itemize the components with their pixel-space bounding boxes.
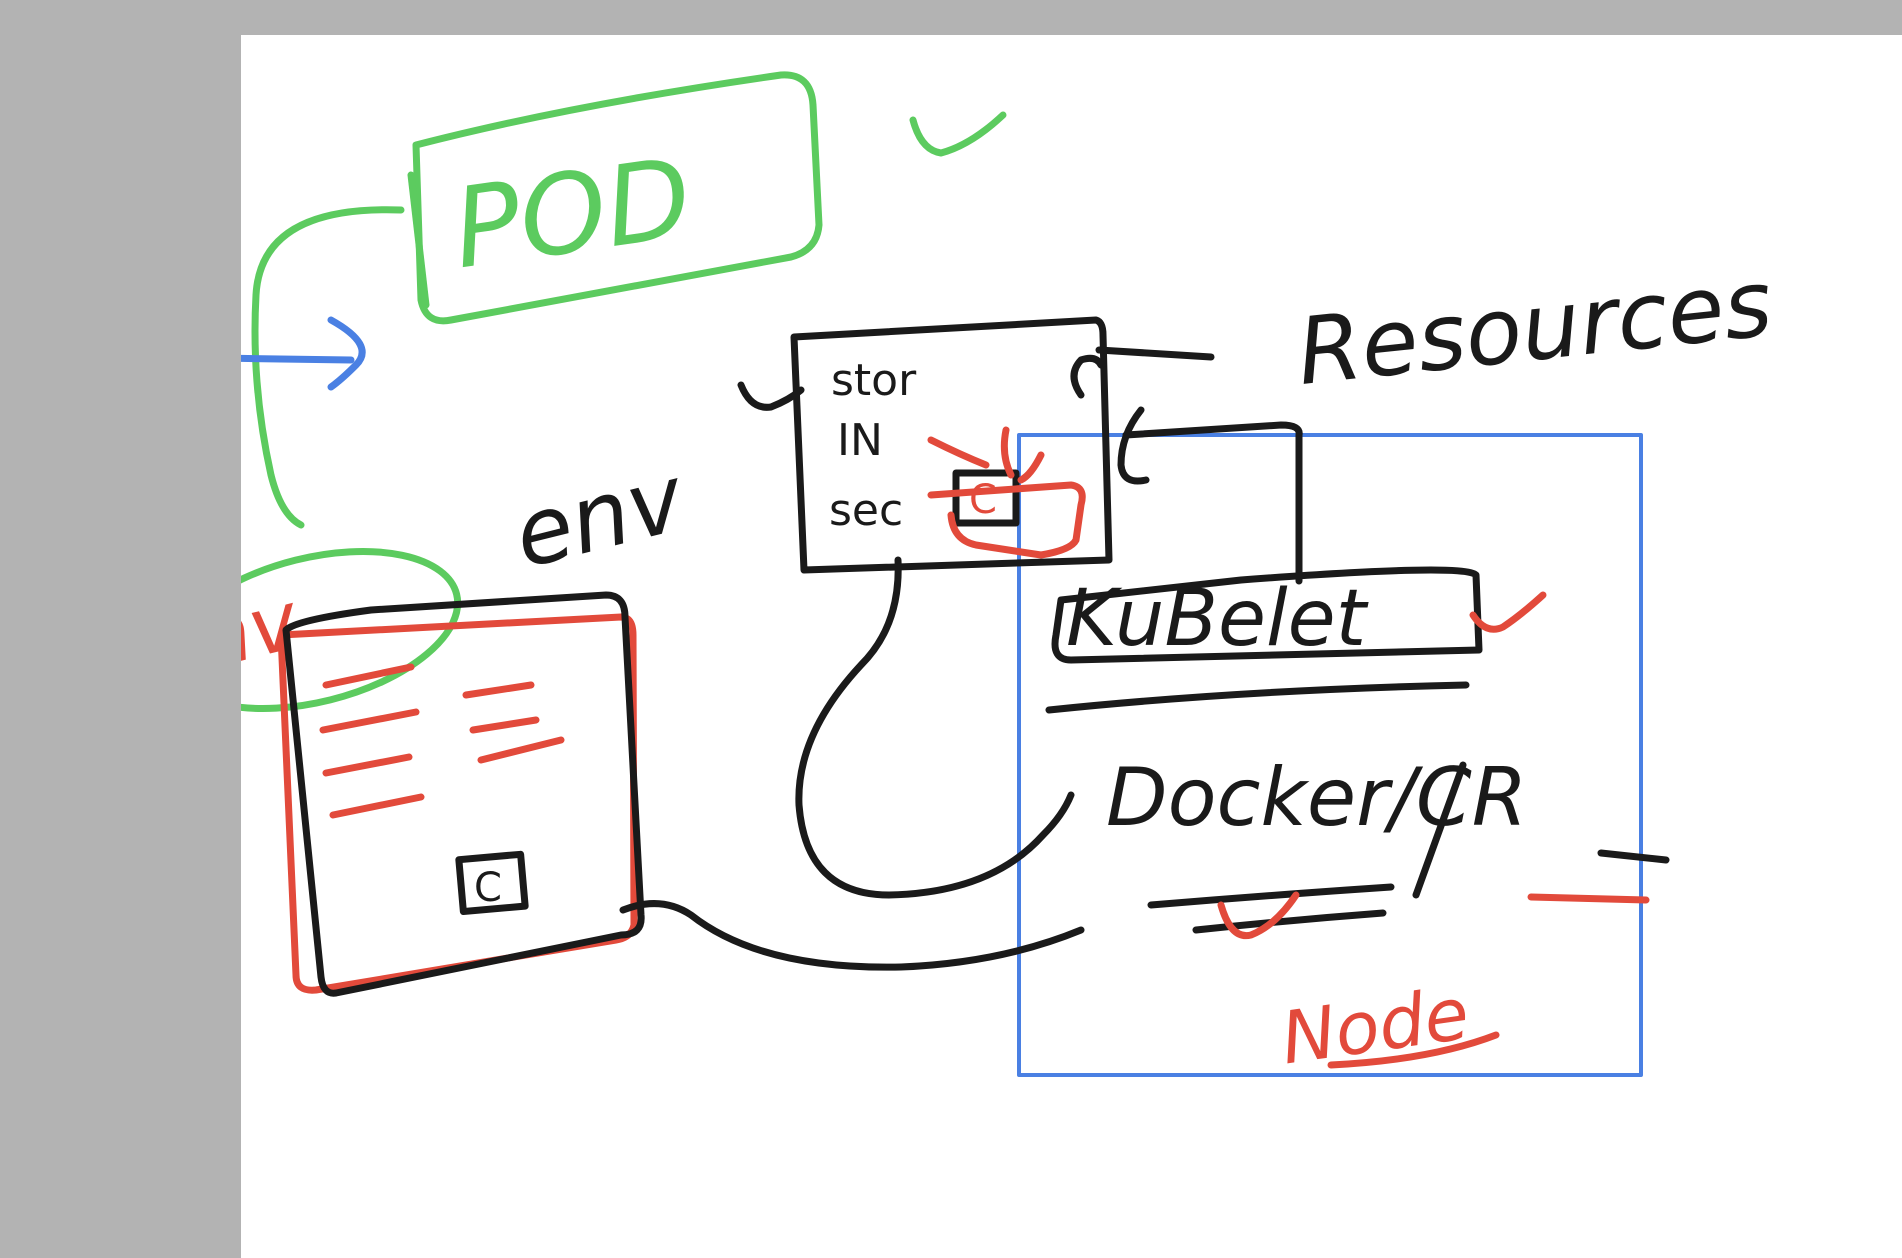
runtime-underline-black-2 — [1192, 909, 1387, 934]
container-lines-right — [462, 681, 565, 764]
container-red-outline — [277, 613, 638, 994]
cr-tail-black — [1597, 849, 1670, 864]
config-c-box — [952, 469, 1020, 527]
config-box-outline — [790, 316, 1113, 574]
pod-check-mark-icon — [909, 111, 1007, 157]
env-label: env — [504, 444, 696, 589]
env-circle — [241, 547, 462, 713]
pod-box-inner-line — [407, 171, 430, 309]
env-check-mark-icon — [737, 381, 805, 411]
container-c-box — [455, 850, 529, 916]
kubelet-underline — [1045, 681, 1470, 714]
kubelet-arrow-head-icon — [1117, 406, 1150, 485]
runtime-label: Docker/CR — [1106, 751, 1527, 844]
config-top-hook — [1070, 354, 1105, 399]
cr-underline-red — [1527, 893, 1650, 904]
kubelet-box — [1051, 566, 1483, 664]
config-red-scribble — [927, 426, 1045, 484]
config-to-runtime-link — [795, 556, 1075, 899]
config-box-group: stor IN sec C — [790, 316, 1113, 574]
incoming-arrow — [241, 316, 366, 391]
node-box — [1017, 433, 1643, 1077]
arrow-head-icon — [327, 316, 366, 391]
kubelet-label: KuBelet — [1066, 574, 1369, 664]
runtime-underline-black-1 — [1147, 883, 1395, 909]
container-to-runtime-link — [619, 900, 1085, 971]
config-line-sec: sec — [829, 485, 903, 536]
resources-connector — [1095, 346, 1215, 361]
diagram-drawing: POD env stor IN sec C env Resources KuBe… — [241, 71, 1777, 1081]
kubelet-to-config-arrow — [1122, 421, 1303, 585]
config-line-stor: stor — [831, 355, 917, 406]
pod-to-env-curve — [251, 206, 405, 529]
pod-box-outline — [412, 71, 823, 325]
config-c-label: C — [969, 477, 997, 523]
config-red-highlight — [927, 481, 1086, 559]
container-black-outline — [282, 591, 645, 997]
container-doc-group: C — [277, 591, 645, 997]
container-lines-left — [319, 663, 425, 819]
pod-group: POD — [407, 71, 823, 325]
arrow-shaft — [241, 354, 355, 364]
node-label-underline — [1327, 1031, 1500, 1069]
whiteboard-canvas[interactable]: POD env stor IN sec C env Resources KuBe… — [241, 35, 1902, 1258]
runtime-red-check-icon — [1217, 891, 1300, 940]
pod-label: POD — [446, 133, 699, 293]
config-line-in: IN — [837, 415, 883, 466]
resources-label: Resources — [1292, 250, 1777, 406]
container-c-label: C — [474, 865, 502, 911]
runtime-slash — [1412, 761, 1467, 899]
kubelet-check-mark-icon — [1469, 591, 1547, 633]
